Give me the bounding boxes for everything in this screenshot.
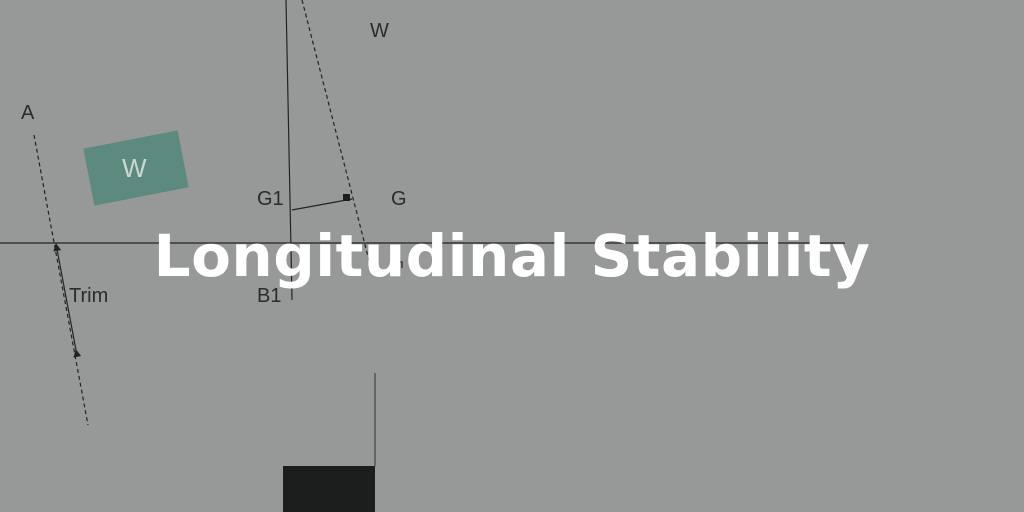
label-w-top: W	[370, 20, 389, 42]
weight-box	[83, 130, 189, 206]
label-a: A	[21, 102, 35, 124]
b-marker	[396, 261, 403, 268]
page-title: Longitudinal Stability	[153, 222, 871, 290]
label-w-box: W	[122, 153, 147, 183]
label-g: G	[391, 188, 407, 210]
right-angle-marker	[343, 194, 350, 201]
label-g1: G1	[257, 188, 284, 210]
trim-arrow	[53, 243, 82, 358]
weight-box-rect	[83, 130, 189, 206]
vertical-line-g1	[285, 0, 293, 301]
dark-block	[283, 466, 375, 512]
label-b1: B1	[257, 285, 281, 307]
label-trim: Trim	[69, 285, 108, 307]
tilted-dashed-line-g	[301, 0, 373, 273]
g1-g-connector	[291, 198, 353, 211]
